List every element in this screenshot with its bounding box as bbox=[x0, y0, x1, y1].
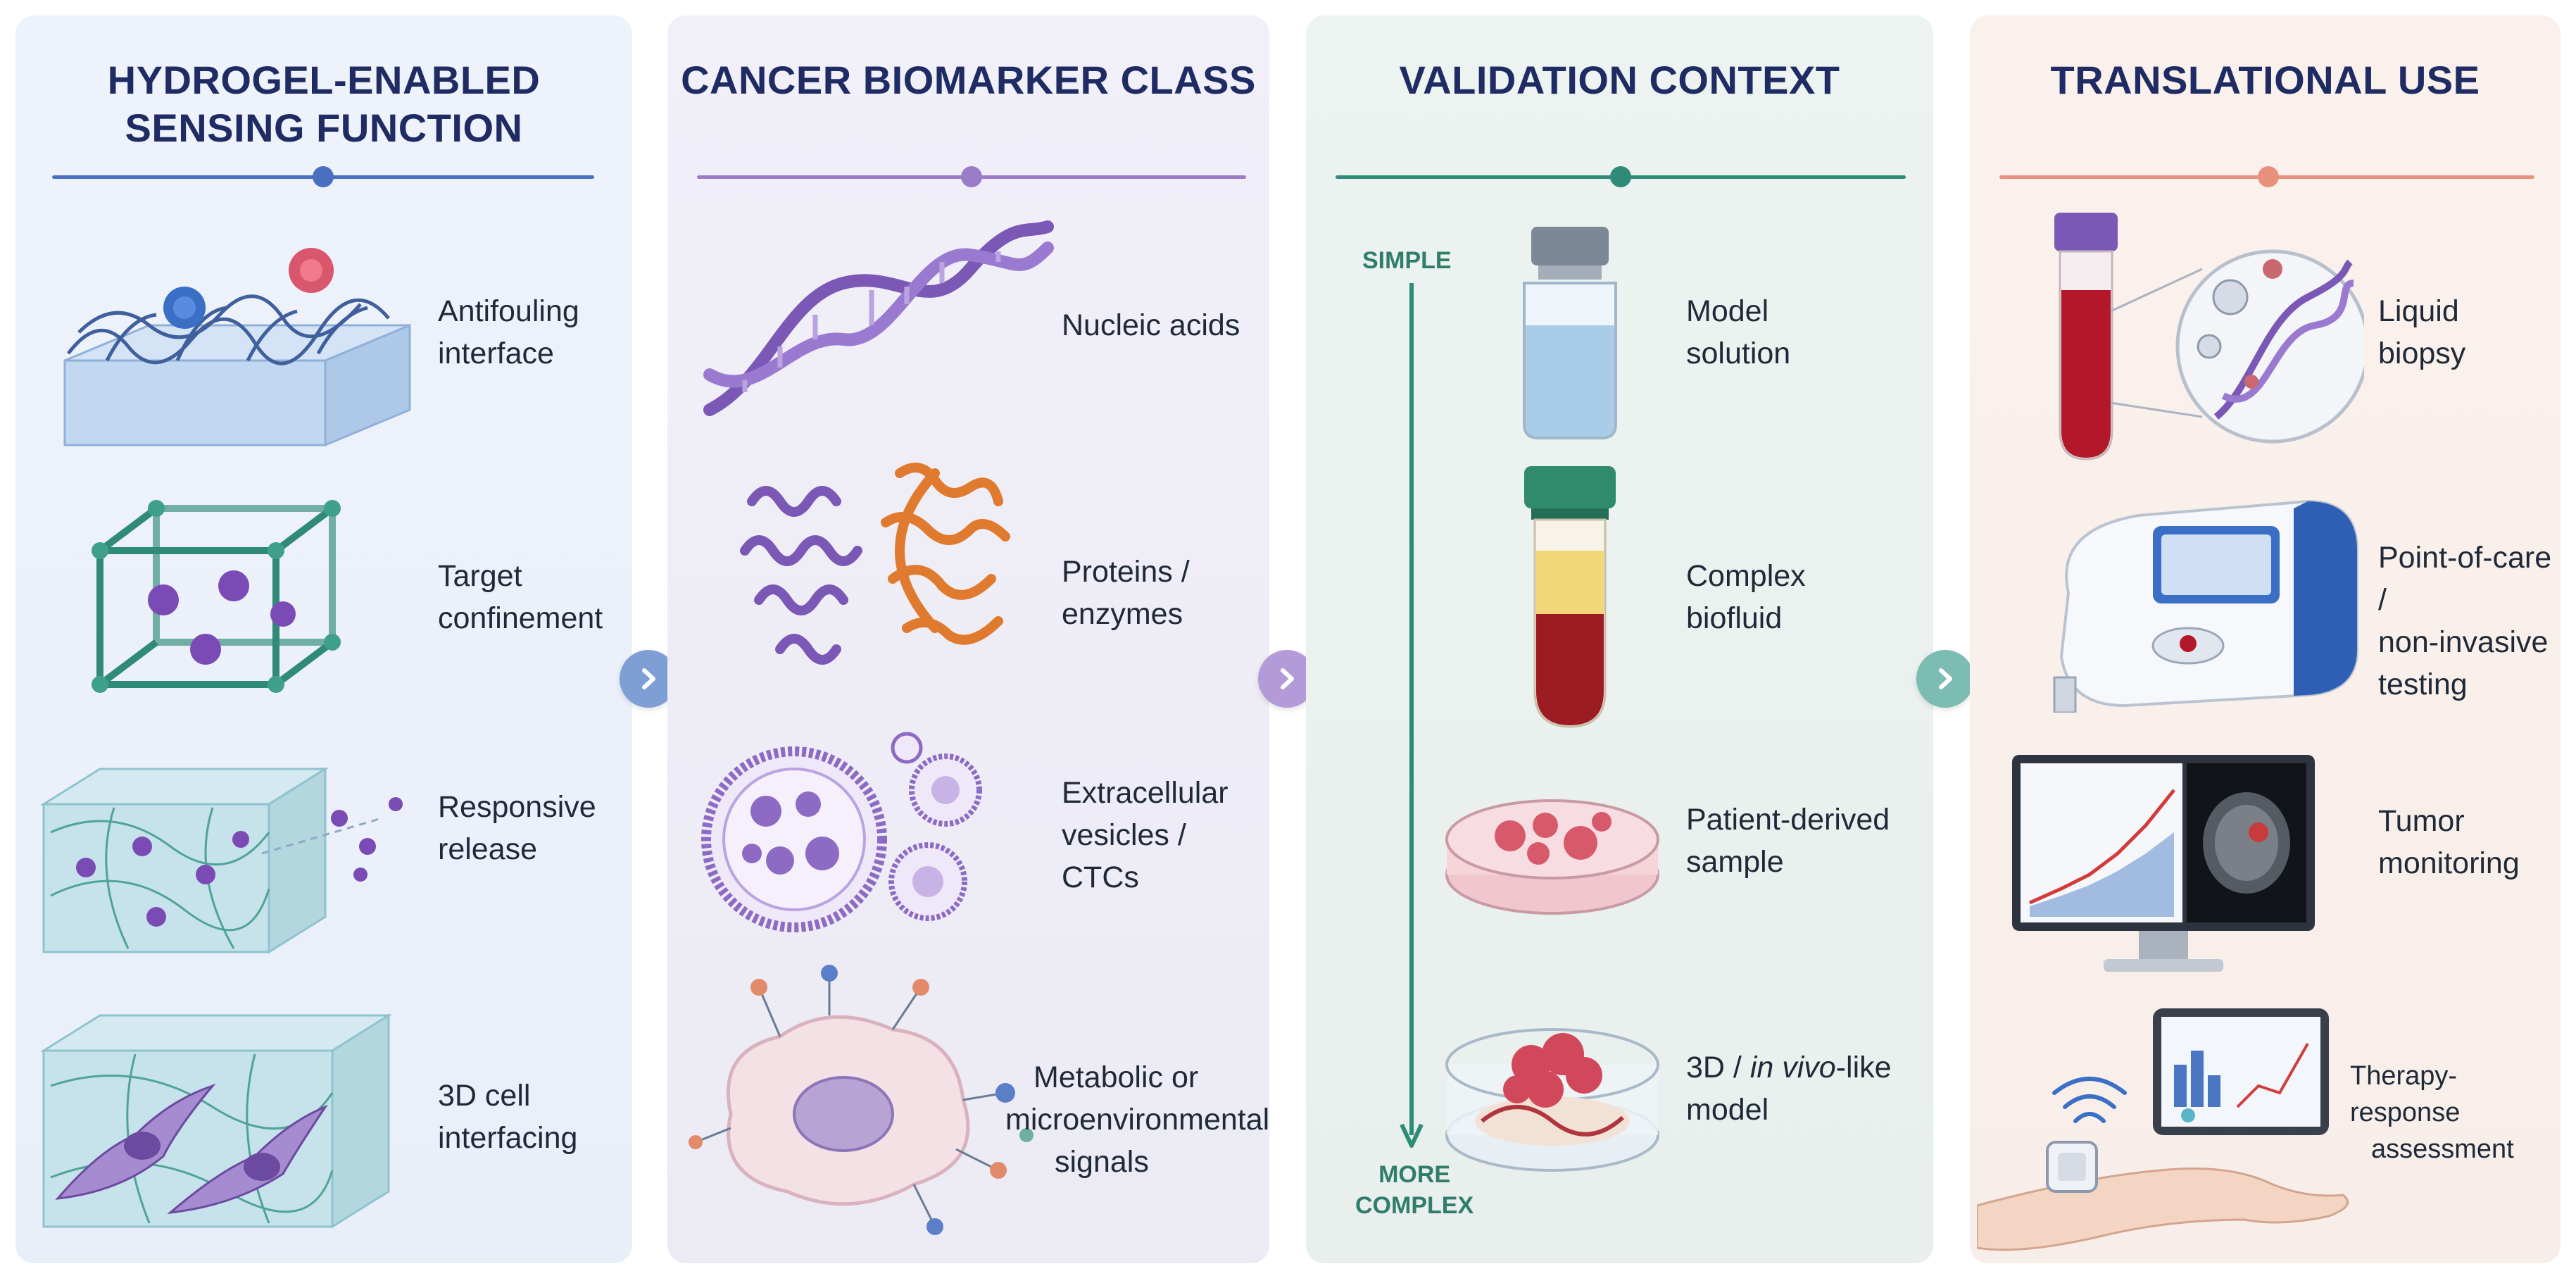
hydrogel-mesh-slab-icon bbox=[63, 248, 411, 447]
column-title: CANCER BIOMARKER CLASS bbox=[681, 58, 1256, 102]
panel-sensing-function: HYDROGEL-ENABLED SENSING FUNCTION Antifo… bbox=[15, 15, 632, 1263]
axis-bottom-label: MORE COMPLEX bbox=[1355, 1161, 1474, 1219]
item-label: Metabolic or microenvironmental signals bbox=[1005, 1060, 1269, 1179]
divider-dot bbox=[2258, 166, 2279, 187]
gel-release-block-icon bbox=[39, 767, 403, 954]
complexity-arrow-icon bbox=[1400, 283, 1424, 1148]
panel-validation-context: VALIDATION CONTEXT SIMPLE MORE COMPLEX M… bbox=[1306, 15, 1933, 1263]
monitor-icon bbox=[2012, 755, 2315, 972]
item-label: Proteins / enzymes bbox=[1062, 555, 1190, 631]
panel-translational-use: TRANSLATIONAL USE Liquid biopsy Point-of… bbox=[1970, 15, 2561, 1263]
item-label: Model solution bbox=[1686, 294, 1791, 370]
item-label: Nucleic acids bbox=[1062, 308, 1240, 342]
axis-top-label: SIMPLE bbox=[1362, 247, 1452, 274]
divider-dot bbox=[313, 166, 334, 187]
tissue-dish-icon bbox=[1445, 1028, 1659, 1172]
item-label: Liquid biopsy bbox=[2378, 294, 2466, 370]
divider-dot bbox=[1610, 166, 1631, 187]
divider-dot bbox=[961, 166, 982, 187]
item-label: Tumor monitoring bbox=[2378, 804, 2520, 880]
protein-structure-icon bbox=[740, 463, 1010, 665]
next-arrow-icon bbox=[1916, 650, 1974, 708]
item-label: Point-of-care / non-invasive testing bbox=[2378, 541, 2552, 701]
item-label: Target confinement bbox=[438, 559, 603, 635]
dna-helix-icon bbox=[703, 220, 1054, 416]
item-label: 3D / in vivo-like model bbox=[1686, 1051, 1892, 1127]
column-title: VALIDATION CONTEXT bbox=[1399, 58, 1840, 102]
blood-tube-magnifier-icon bbox=[2054, 213, 2364, 461]
item-label: Patient-derived sample bbox=[1686, 803, 1890, 879]
item-label: Complex biofluid bbox=[1686, 559, 1806, 635]
wearable-tablet-icon bbox=[1977, 1008, 2349, 1251]
blood-tube-icon bbox=[1524, 466, 1616, 728]
item-label: Extracellular vesicles / CTCs bbox=[1062, 776, 1229, 894]
item-label: 3D cell interfacing bbox=[438, 1079, 578, 1155]
item-label: Responsive release bbox=[438, 790, 596, 866]
cell-signals-icon bbox=[689, 965, 1033, 1235]
vesicle-icon bbox=[701, 732, 982, 932]
cells-in-gel-block-icon bbox=[39, 1013, 393, 1229]
lattice-cube-icon bbox=[92, 500, 341, 693]
item-label: Antifouling interface bbox=[438, 294, 579, 370]
panel-biomarker-class: CANCER BIOMARKER CLASS Nucleic acids bbox=[667, 15, 1269, 1263]
column-title: TRANSLATIONAL USE bbox=[2050, 58, 2480, 102]
column-title: HYDROGEL-ENABLED SENSING FUNCTION bbox=[107, 58, 541, 150]
item-label: Therapy-response assessment bbox=[2350, 1061, 2514, 1164]
vial-icon bbox=[1523, 227, 1617, 439]
poc-device-icon bbox=[2053, 499, 2358, 713]
petri-dish-icon bbox=[1445, 799, 1659, 915]
